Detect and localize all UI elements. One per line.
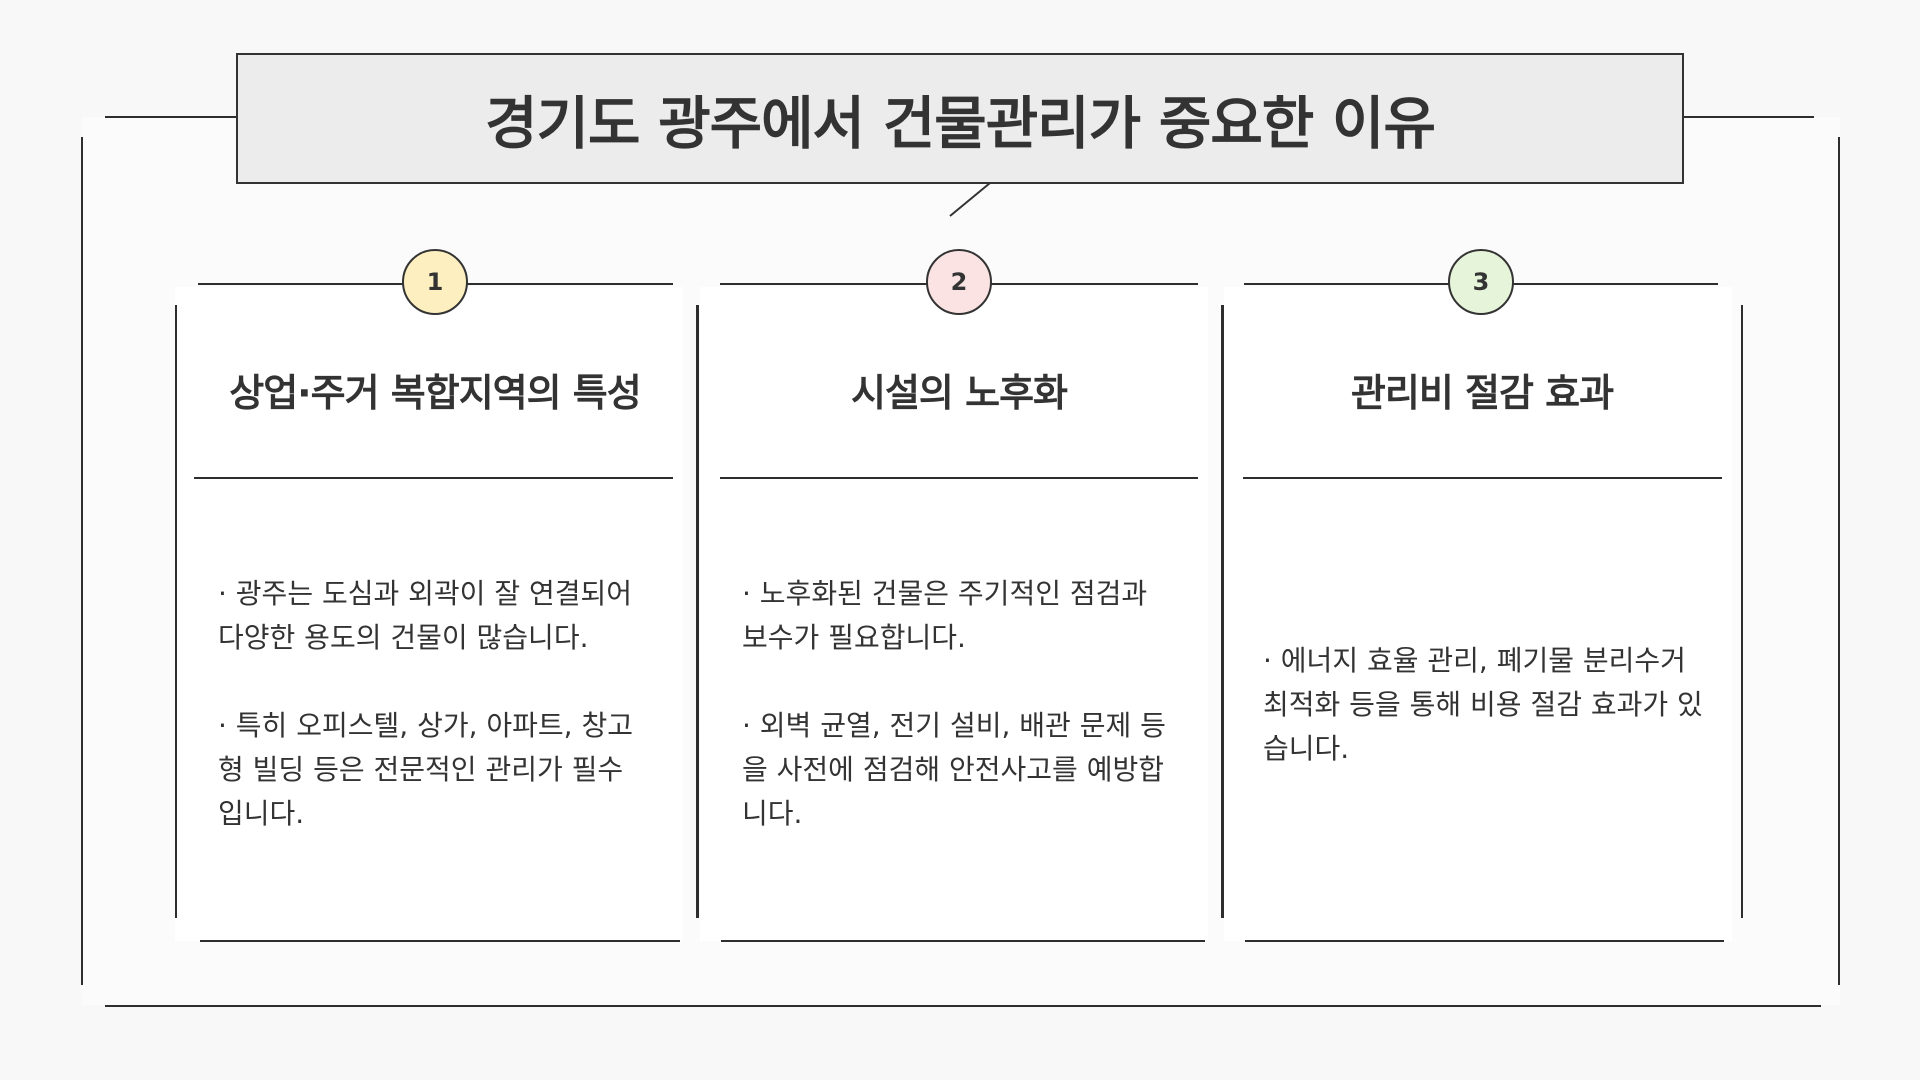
card-1 <box>175 287 683 941</box>
card-3-number: 3 <box>1472 268 1490 296</box>
frame-line-left <box>81 137 83 985</box>
card-2-paragraph-2: · 외벽 균열, 전기 설비, 배관 문제 등을 사전에 점검해 안전사고를 예… <box>742 709 1166 830</box>
card-2-paragraph-1: · 노후화된 건물은 주기적인 점검과 보수가 필요합니다. <box>742 577 1148 654</box>
callout-pointer <box>949 182 991 217</box>
card-1-paragraph-1: · 광주는 도심과 외곽이 잘 연결되어 다양한 용도의 건물이 많습니다. <box>218 577 633 654</box>
card-2-divider <box>720 477 1198 479</box>
card-2-bottom-line <box>721 940 1205 942</box>
card-3-left-line <box>1222 305 1224 918</box>
card-3-heading: 관리비 절감 효과 <box>1350 371 1614 415</box>
card-2-heading: 시설의 노후화 <box>851 371 1068 415</box>
card-3-right-line <box>1741 305 1743 918</box>
card-1-number-badge: 1 <box>402 249 468 315</box>
card-1-bottom-line <box>200 940 680 942</box>
card-1-divider <box>194 477 673 479</box>
card-1-body: · 광주는 도심과 외곽이 잘 연결되어 다양한 용도의 건물이 많습니다. ·… <box>218 572 648 836</box>
card-1-paragraph-2: · 특히 오피스텔, 상가, 아파트, 창고형 빌딩 등은 전문적인 관리가 필… <box>218 709 633 830</box>
card-1-number: 1 <box>426 268 444 296</box>
card-3-divider <box>1243 477 1722 479</box>
page-title: 경기도 광주에서 건물관리가 중요한 이유 <box>485 90 1436 157</box>
card-3-bottom-line <box>1245 940 1724 942</box>
frame-line-top-right <box>1684 116 1814 118</box>
frame-line-top-left <box>105 116 237 118</box>
card-3-paragraph-1: · 에너지 효율 관리, 폐기물 분리수거 최적화 등을 통해 비용 절감 효과… <box>1263 644 1703 765</box>
card-2-body: · 노후화된 건물은 주기적인 점검과 보수가 필요합니다. · 외벽 균열, … <box>742 572 1167 836</box>
card-3-number-badge: 3 <box>1448 249 1514 315</box>
card-2 <box>700 287 1208 941</box>
card-1-left-line <box>175 305 177 918</box>
frame-line-bottom <box>105 1005 1821 1007</box>
card-2-number-badge: 2 <box>926 249 992 315</box>
card-2-left-line <box>697 305 699 918</box>
card-2-number: 2 <box>950 268 968 296</box>
card-1-heading: 상업·주거 복합지역의 특성 <box>229 371 641 415</box>
title-banner: 경기도 광주에서 건물관리가 중요한 이유 <box>236 53 1684 184</box>
card-3-body: · 에너지 효율 관리, 폐기물 분리수거 최적화 등을 통해 비용 절감 효과… <box>1263 639 1703 771</box>
frame-line-right <box>1838 137 1840 985</box>
card-3 <box>1224 287 1732 941</box>
